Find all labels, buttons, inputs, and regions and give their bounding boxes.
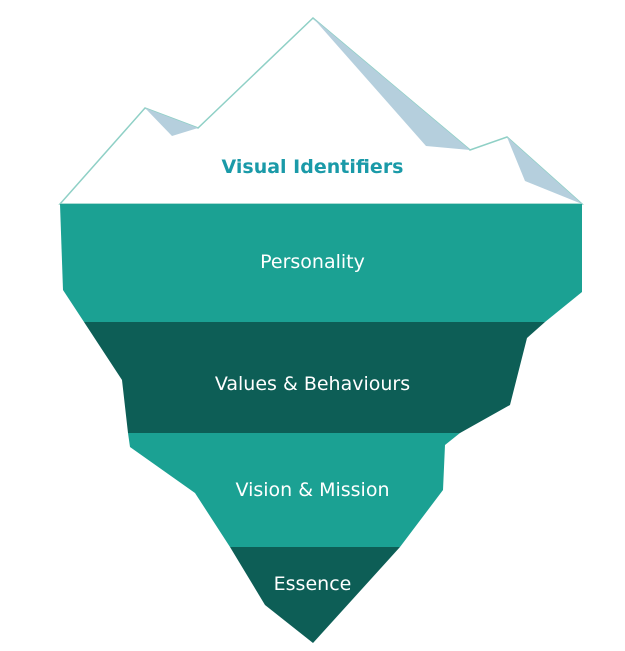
label-vision-mission: Vision & Mission <box>235 479 390 501</box>
label-essence: Essence <box>273 573 352 595</box>
label-personality: Personality <box>260 251 365 273</box>
layer-values <box>84 322 545 433</box>
tip-shadow-main <box>313 18 470 150</box>
layer-essence <box>230 547 400 643</box>
label-values-behaviours: Values & Behaviours <box>214 373 411 395</box>
layer-vision <box>128 433 460 547</box>
tip-shadow-right <box>507 137 582 204</box>
layer-personality <box>60 204 582 322</box>
tip-shadow-left <box>145 108 198 136</box>
label-visual-identifiers: Visual Identifiers <box>221 156 404 178</box>
